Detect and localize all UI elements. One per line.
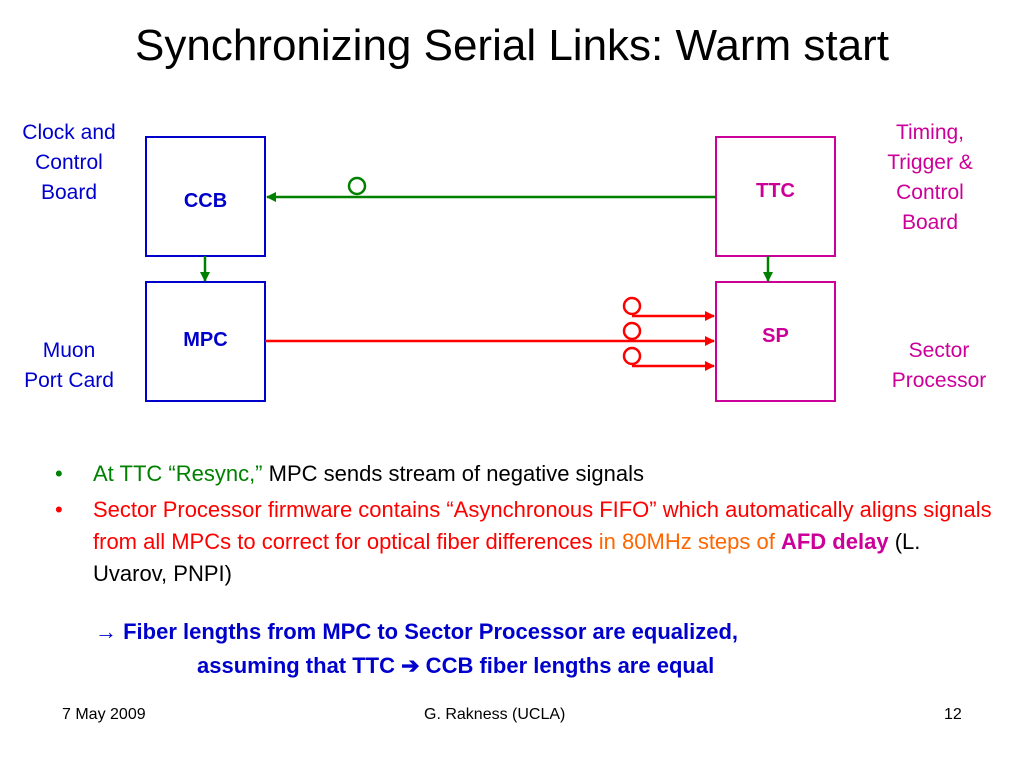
conclusion-line2-start: assuming that TTC <box>197 653 402 678</box>
signal-circle-middle <box>622 321 642 341</box>
conclusion-line2-end: CCB fiber lengths are equal <box>419 653 715 678</box>
ttc-ccb-signal-circle <box>347 176 367 196</box>
bullet-text: MPC sends stream of negative signals <box>268 461 645 486</box>
ccb-label: CCB <box>183 190 228 212</box>
sp-description: Sector Processor <box>891 339 987 392</box>
bullet-resync: • At TTC “Resync,” MPC sends stream of n… <box>55 458 995 490</box>
mpc-label: MPC <box>183 329 228 351</box>
signal-circle-top <box>622 296 642 316</box>
ttc-label: TTC <box>756 180 795 202</box>
footer-author: G. Rakness (UCLA) <box>424 706 566 723</box>
footer-date: 7 May 2009 <box>62 706 146 723</box>
bullet-text: Sector Processor firmware contains “Asyn… <box>93 497 992 554</box>
bullet-dot: • <box>55 497 63 522</box>
arrow-icon: ➔ <box>401 653 420 678</box>
afd-delay-text: AFD delay <box>780 529 889 554</box>
mpc-description: Muon Port Card <box>24 339 114 392</box>
sp-label: SP <box>762 325 789 347</box>
conclusion: → Fiber lengths from MPC to Sector Proce… <box>95 615 965 683</box>
bullet-fifo: • Sector Processor firmware contains “As… <box>55 494 995 590</box>
slide-title: Synchronizing Serial Links: Warm start <box>135 21 889 70</box>
ccb-description: Clock and Control Board <box>22 121 116 204</box>
arrow-icon: → <box>95 619 117 644</box>
bullet-dot: • <box>55 461 63 486</box>
ttc-description: Timing, Trigger & Control Board <box>887 121 973 234</box>
bullet-text: (L. Uvarov, PNPI) <box>93 529 921 586</box>
conclusion-line2: assuming that TTC ➔ CCB fiber lengths ar… <box>95 649 965 683</box>
conclusion-line1: Fiber lengths from MPC to Sector Process… <box>117 619 739 644</box>
bullet-text: in 80MHz steps of <box>592 529 781 554</box>
footer-page-number: 12 <box>944 706 962 723</box>
bullet-text: At TTC “Resync,” <box>93 461 269 486</box>
bullet-list: • At TTC “Resync,” MPC sends stream of n… <box>55 458 995 594</box>
signal-circle-bottom <box>622 346 642 366</box>
